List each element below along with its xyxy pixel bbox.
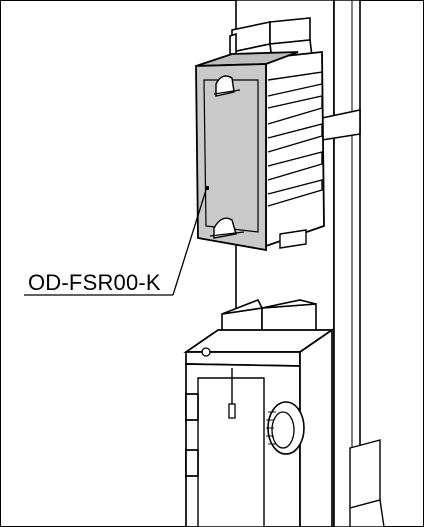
- grey-module: [195, 50, 325, 252]
- part-number-label: OD-FSR00-K: [28, 270, 161, 295]
- rail-hardware: [349, 439, 385, 527]
- lower-housing: [183, 328, 335, 527]
- callout-leader: [24, 189, 207, 296]
